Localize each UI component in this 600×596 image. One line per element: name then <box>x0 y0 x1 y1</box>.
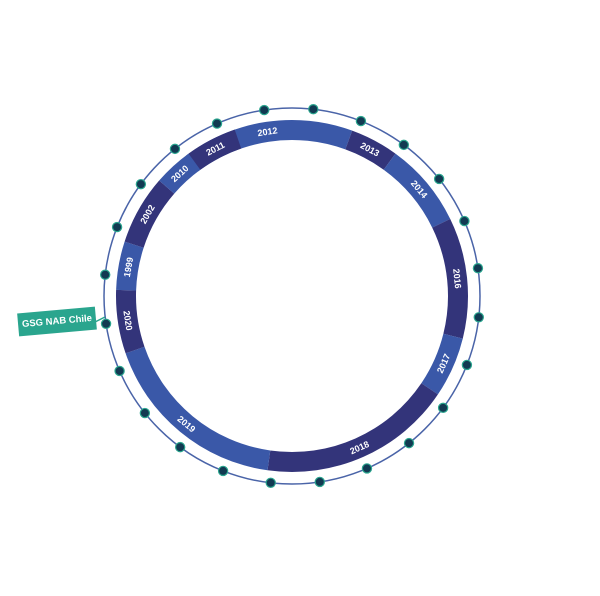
orbit-node[interactable] <box>437 402 449 414</box>
orbit-node[interactable] <box>217 465 229 477</box>
orbit-node[interactable] <box>114 365 125 377</box>
segment-2013[interactable] <box>345 130 396 170</box>
outer-orbit-line <box>103 107 481 485</box>
segment-1999[interactable] <box>116 241 144 291</box>
orbit-node[interactable] <box>314 476 325 488</box>
tag-connector <box>94 316 106 323</box>
segment-2011[interactable] <box>188 129 242 170</box>
orbit-node[interactable] <box>174 441 186 453</box>
orbit-node[interactable] <box>472 263 484 274</box>
segment-2017[interactable] <box>421 333 463 395</box>
segment-2019[interactable] <box>125 346 271 471</box>
segment-label-2020: 2020 <box>121 310 134 331</box>
orbit-node[interactable] <box>259 104 270 116</box>
orbit-node[interactable] <box>211 118 223 129</box>
segment-label-2012: 2012 <box>257 125 278 138</box>
orbit-node[interactable] <box>355 115 367 127</box>
segment-label-1999: 1999 <box>122 256 135 277</box>
orbit-node[interactable] <box>100 318 112 329</box>
orbit-node[interactable] <box>461 359 473 371</box>
orbit-node[interactable] <box>135 178 147 190</box>
segment-2010[interactable] <box>159 153 201 194</box>
orbit-node[interactable] <box>361 463 373 474</box>
segment-2002[interactable] <box>124 180 175 248</box>
orbit-node[interactable] <box>139 407 151 419</box>
segment-2020[interactable] <box>116 289 145 354</box>
orbit-node[interactable] <box>169 143 181 155</box>
segment-label-2016: 2016 <box>451 268 463 289</box>
orbit-node[interactable] <box>459 215 470 227</box>
orbit-node[interactable] <box>308 104 319 115</box>
segment-2016[interactable] <box>432 218 468 339</box>
segment-2018[interactable] <box>267 383 438 472</box>
orbit-node[interactable] <box>473 312 484 323</box>
orbit-node[interactable] <box>100 269 111 280</box>
orbit-node[interactable] <box>403 437 415 449</box>
orbit-node[interactable] <box>398 139 410 151</box>
orbit-node[interactable] <box>433 173 445 185</box>
orbit-node[interactable] <box>111 221 123 233</box>
orbit-node[interactable] <box>265 477 276 488</box>
segment-2014[interactable] <box>383 153 451 228</box>
